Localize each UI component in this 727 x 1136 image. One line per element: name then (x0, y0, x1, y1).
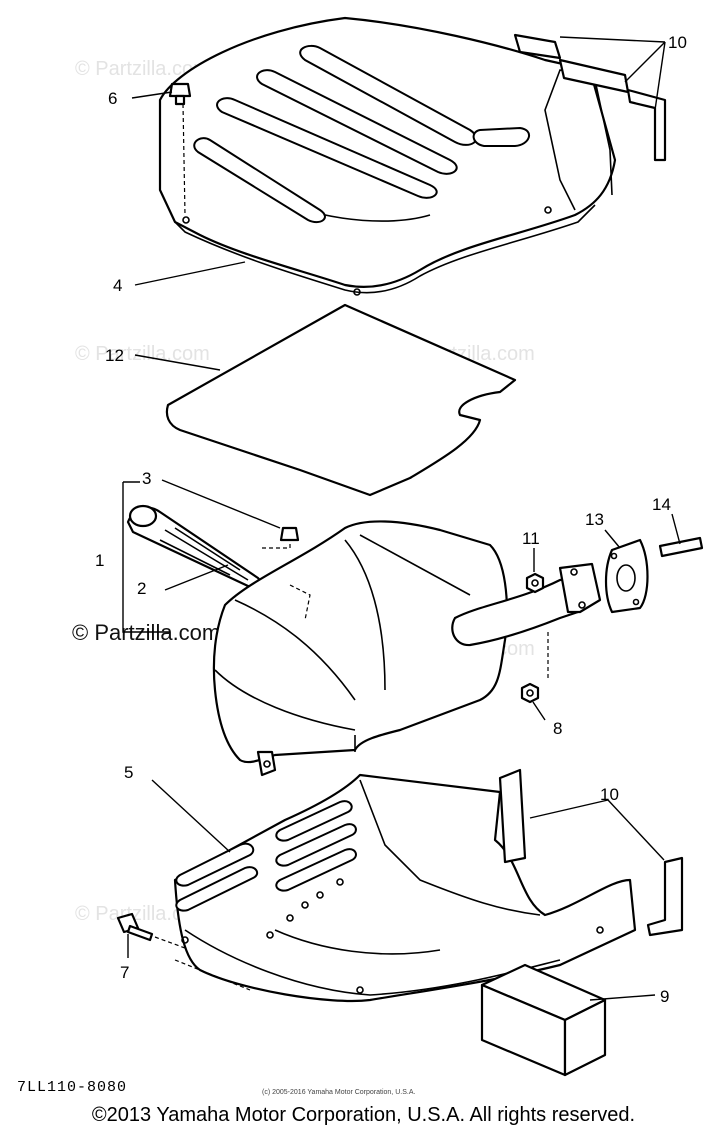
callout-7: 7 (120, 963, 129, 982)
part-4-top-cover (158, 16, 617, 296)
part-9-block (480, 963, 607, 1077)
callout-1: 1 (95, 551, 104, 570)
leader-lines (122, 36, 681, 1001)
callout-4: 4 (113, 276, 122, 295)
diagram-code: 7LL110-8080 (17, 1079, 127, 1096)
callout-numbers: 10 6 4 12 3 1 2 11 13 14 8 5 10 7 9 (95, 33, 687, 1006)
part-12-sheet (165, 303, 517, 497)
watermark: © Partzilla.com (75, 58, 210, 80)
callout-10-lower: 10 (600, 785, 619, 804)
part-11-nut (525, 572, 545, 594)
copyright-notice: ©2013 Yamaha Motor Corporation, U.S.A. A… (91, 1104, 636, 1126)
callout-12: 12 (105, 346, 124, 365)
part-3-screw (262, 526, 300, 549)
part-8-nut (520, 682, 540, 704)
callout-2: 2 (137, 579, 146, 598)
part-1-case (212, 520, 602, 777)
callout-11: 11 (522, 529, 540, 548)
part-10-lower-rubbers (498, 768, 684, 937)
part-7-bolt (116, 912, 251, 991)
part-2-filter (126, 504, 262, 589)
callout-14: 14 (652, 495, 671, 514)
small-notice: (c) 2005-2016 Yamaha Motor Corporation, … (262, 1089, 415, 1096)
watermark: © Partzilla.com (75, 343, 210, 365)
callout-13: 13 (585, 510, 604, 529)
cover-ribs (193, 44, 530, 224)
part-14-stud (658, 536, 704, 558)
watermark: © Partzilla.com (75, 903, 210, 925)
callout-8: 8 (553, 719, 562, 738)
tray-ribs (175, 800, 357, 912)
part-5-tray (173, 773, 637, 1003)
callout-6: 6 (108, 89, 117, 108)
callout-5: 5 (124, 763, 133, 782)
callout-3: 3 (142, 469, 151, 488)
callout-9: 9 (660, 987, 669, 1006)
callout-10-upper: 10 (668, 33, 687, 52)
part-13-gasket (604, 538, 649, 614)
